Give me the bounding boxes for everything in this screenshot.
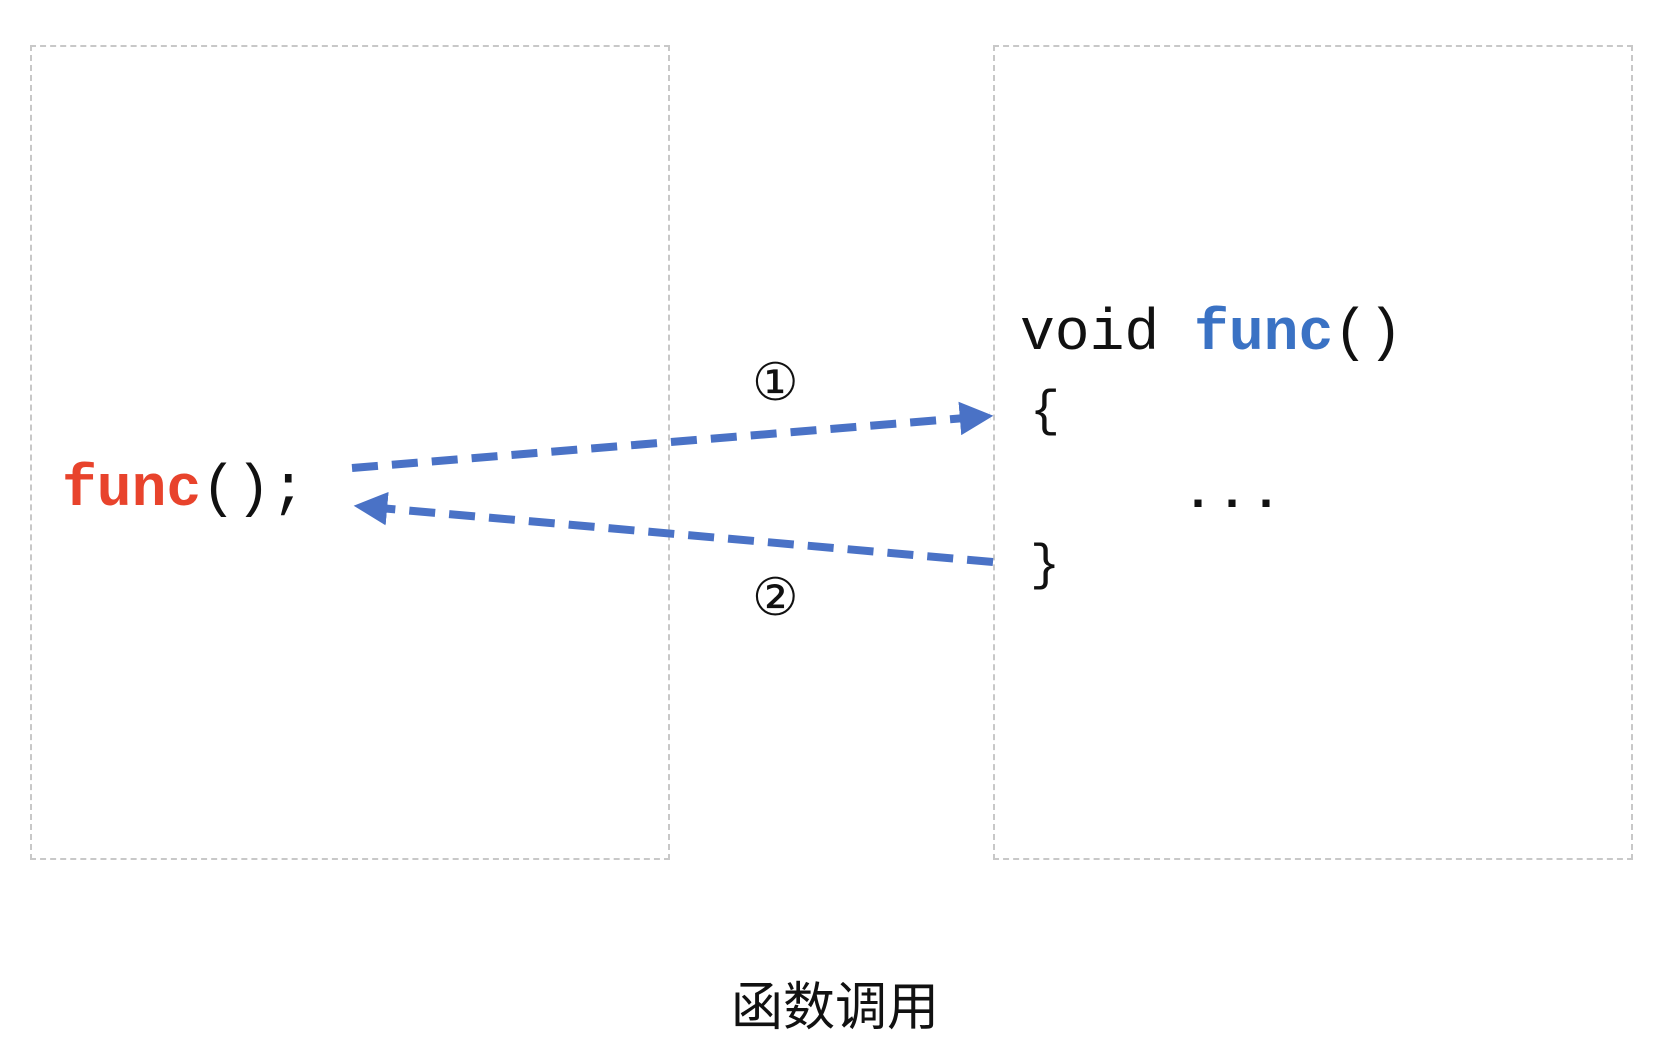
callee-body-ellipsis: ... xyxy=(1183,466,1286,523)
callee-code-box xyxy=(993,45,1633,860)
diagram-caption: 函数调用 xyxy=(730,978,939,1038)
call-arrow xyxy=(351,401,994,472)
step-1-label: ① xyxy=(752,353,799,413)
caller-func-name: func xyxy=(62,458,202,523)
callee-params: () xyxy=(1333,302,1403,367)
callee-open-brace: { xyxy=(1030,384,1061,441)
caller-code-box xyxy=(30,45,670,860)
return-arrow xyxy=(353,491,994,566)
callee-return-type: void xyxy=(1020,302,1160,367)
callee-close-brace: } xyxy=(1030,538,1061,595)
callee-signature: void func() xyxy=(1020,306,1403,364)
callee-func-name: func xyxy=(1194,302,1334,367)
caller-call-suffix: (); xyxy=(201,458,306,523)
step-2-label: ② xyxy=(752,568,799,628)
caller-statement: func(); xyxy=(62,462,306,520)
